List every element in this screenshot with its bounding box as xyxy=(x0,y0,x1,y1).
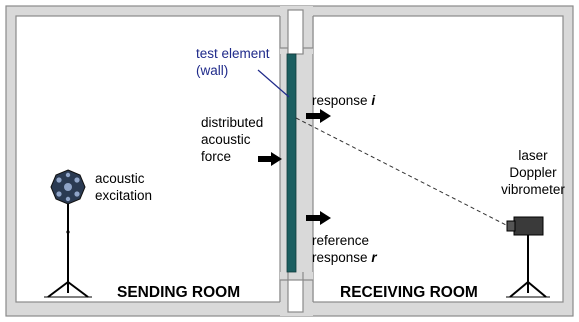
test-element-leader-line xyxy=(257,69,290,98)
reference-response-label: reference response r xyxy=(312,232,377,266)
test-element-label-line1: test element xyxy=(196,46,270,61)
laser-beam xyxy=(295,117,509,227)
excitation-label-line2: excitation xyxy=(95,188,153,203)
force-label-line3: force xyxy=(201,149,232,164)
right-arrow-icon xyxy=(258,152,282,166)
force-label-line2: acoustic xyxy=(201,132,251,147)
right-arrow-icon xyxy=(306,109,331,123)
test-element-label: test element (wall) xyxy=(196,45,270,79)
reference-response-symbol: r xyxy=(371,250,377,265)
vibrometer-label-line2: Doppler xyxy=(509,165,557,180)
sending-room-label: SENDING ROOM xyxy=(117,284,241,301)
receiving-room-label: RECEIVING ROOM xyxy=(340,284,478,301)
excitation-label-line1: acoustic xyxy=(95,171,145,186)
right-arrow-icon xyxy=(306,211,331,225)
reference-label-line1: reference xyxy=(312,233,370,248)
laser-doppler-vibrometer-icon xyxy=(506,216,550,298)
receiving-room-interior xyxy=(312,15,564,303)
force-label-line1: distributed xyxy=(201,115,264,130)
response-i-label: response i xyxy=(312,92,375,109)
vibrometer-label: laser Doppler vibrometer xyxy=(496,147,570,198)
dodecahedron-loudspeaker-icon xyxy=(44,169,92,298)
sending-room-interior xyxy=(15,15,281,303)
reference-response-text: response xyxy=(312,250,368,265)
test-element-label-line2: (wall) xyxy=(196,63,229,78)
distributed-acoustic-force-label: distributed acoustic force xyxy=(201,114,263,165)
reference-label-line2: response r xyxy=(312,249,377,266)
test-element-wall xyxy=(286,53,297,273)
acoustic-excitation-label: acoustic excitation xyxy=(95,170,152,204)
response-i-text: response xyxy=(312,93,368,108)
vibrometer-label-line1: laser xyxy=(518,148,548,163)
vibrometer-label-line3: vibrometer xyxy=(501,182,565,197)
response-i-symbol: i xyxy=(371,93,376,108)
